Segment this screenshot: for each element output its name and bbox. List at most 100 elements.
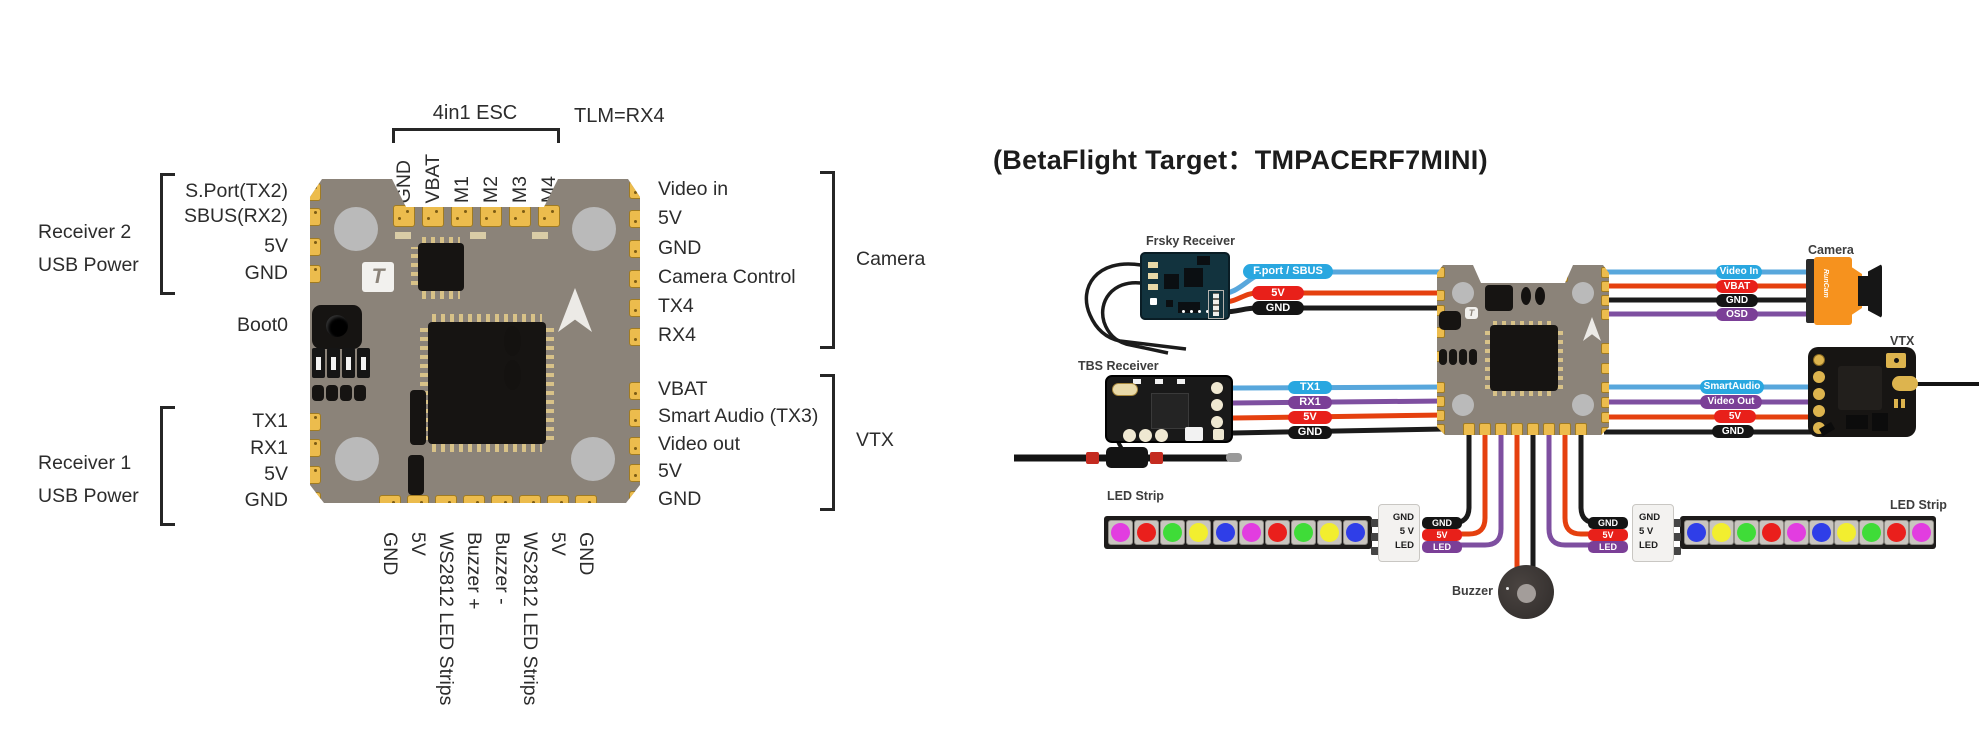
- camera-group-label: Camera: [856, 248, 926, 270]
- connector-pin-label: 5 V: [1639, 526, 1654, 537]
- solder-pad: [629, 382, 640, 400]
- solder-pad: [379, 495, 401, 503]
- capacitor: [1535, 287, 1545, 305]
- mcu-chip: [1490, 325, 1558, 391]
- flight-controller-board-small: T: [1437, 265, 1609, 435]
- badge-smartaudio: SmartAudio: [1700, 380, 1764, 394]
- jumper: [342, 348, 355, 378]
- receiver1-bracket: [160, 406, 175, 526]
- solder-pad: [1601, 295, 1609, 306]
- jumper: [327, 348, 340, 378]
- capacitor: [1521, 287, 1531, 305]
- led: [1320, 523, 1339, 542]
- solder-pad: [629, 270, 640, 288]
- pin-header: [408, 455, 424, 495]
- pin-label-5v: 5V: [658, 460, 682, 482]
- tbs-antenna-band: [1086, 452, 1099, 464]
- solder-pad: [1601, 427, 1609, 435]
- jumper: [1449, 349, 1457, 365]
- pin-label-bottom: Buzzer +: [463, 532, 485, 610]
- badge-video-out: Video Out: [1700, 395, 1762, 409]
- led-connector-left: GND 5 V LED: [1378, 504, 1420, 562]
- esc-bracket-label: 4in1 ESC: [432, 102, 518, 124]
- solder-pad: [310, 466, 321, 484]
- badge-frsky-5v: 5V: [1252, 286, 1304, 300]
- connector-pin: [1673, 533, 1681, 541]
- connector-pin-label: LED: [1639, 540, 1658, 551]
- wire-tbs-5v: [1232, 412, 1445, 421]
- wire-ledL-gnd: [1428, 432, 1472, 526]
- solder-pad: [629, 464, 640, 482]
- badge-frsky-gnd: GND: [1252, 301, 1304, 315]
- jumper: [354, 385, 366, 401]
- vtx-bracket: [820, 374, 835, 511]
- jumper: [326, 385, 338, 401]
- solder-pad: [629, 328, 640, 346]
- esc-bracket: [392, 128, 560, 143]
- camera: RunCam: [1806, 257, 1882, 325]
- badge-cam-gnd: GND: [1716, 294, 1758, 307]
- solder-pad: [629, 240, 640, 258]
- jumper: [1439, 349, 1447, 365]
- led: [1837, 523, 1856, 542]
- led-strip-right: [1680, 516, 1936, 549]
- diagram-title: (BetaFlight Target：TMPACERF7MINI): [993, 145, 1488, 175]
- mcu-pins: [420, 326, 429, 440]
- solder-pad: [538, 205, 560, 227]
- led: [1712, 523, 1731, 542]
- connector-pin: [1371, 547, 1379, 555]
- mcu-pins: [1485, 329, 1492, 389]
- pin-label-bottom: WS2812 LED Strips: [435, 532, 457, 706]
- mounting-hole: [571, 437, 615, 481]
- solder-pad: [1437, 290, 1445, 301]
- camera-label: Camera: [1808, 243, 1854, 257]
- solder-pad: [451, 205, 473, 227]
- badge-ledL-gnd: GND: [1422, 517, 1462, 529]
- wire-ledL-5v: [1428, 432, 1488, 537]
- mounting-hole: [1572, 394, 1594, 416]
- pin-label-tx4: TX4: [658, 295, 694, 317]
- led: [1812, 523, 1831, 542]
- mounting-hole: [335, 437, 379, 481]
- wire-tbs-gnd: [1232, 426, 1445, 436]
- solder-pad: [1543, 423, 1555, 435]
- boot-button: [1439, 311, 1461, 330]
- badge-ledR-led: LED: [1588, 541, 1628, 553]
- pin-label-smartaudio: Smart Audio (TX3): [658, 405, 819, 427]
- frsky-receiver: [1140, 252, 1230, 320]
- solder-pad: [463, 495, 485, 503]
- badge-fport-sbus: F.port / SBUS: [1243, 264, 1333, 279]
- solder-pad: [1511, 423, 1523, 435]
- mounting-hole: [1572, 282, 1594, 304]
- solder-pad: [310, 238, 321, 256]
- pin-label-tx1: TX1: [252, 410, 288, 432]
- camera-body: [1814, 257, 1852, 325]
- solder-pad: [1601, 309, 1609, 320]
- solder-pad: [407, 495, 429, 503]
- badge-cam-osd: OSD: [1716, 308, 1758, 321]
- badge-tbs-gnd: GND: [1288, 426, 1332, 439]
- solder-pad: [629, 210, 640, 228]
- pin-label-bottom: Buzzer -: [491, 532, 513, 605]
- led: [1737, 523, 1756, 542]
- mcu-pins: [545, 326, 554, 440]
- wire-ledR-led: [1546, 432, 1626, 548]
- pin-label-gnd: GND: [244, 489, 288, 511]
- receiver1-label-line1: Receiver 1: [38, 452, 132, 474]
- mounting-hole: [334, 207, 378, 251]
- boot-button: [312, 305, 362, 349]
- led-strip-right-label: LED Strip: [1890, 498, 1947, 512]
- mcu-pins: [1556, 329, 1563, 389]
- tlm-note: TLM=RX4: [574, 105, 665, 127]
- jumper: [1459, 349, 1467, 365]
- mounting-hole: [1452, 394, 1474, 416]
- jumper: [1469, 349, 1477, 365]
- camera-bracket: [820, 171, 835, 349]
- pin-header: [410, 390, 426, 445]
- mcu-pins: [1493, 321, 1555, 328]
- pin-label-5v: 5V: [658, 207, 682, 229]
- solder-pad: [1527, 423, 1539, 435]
- gyro-chip: [418, 243, 464, 291]
- solder-pad: [491, 495, 513, 503]
